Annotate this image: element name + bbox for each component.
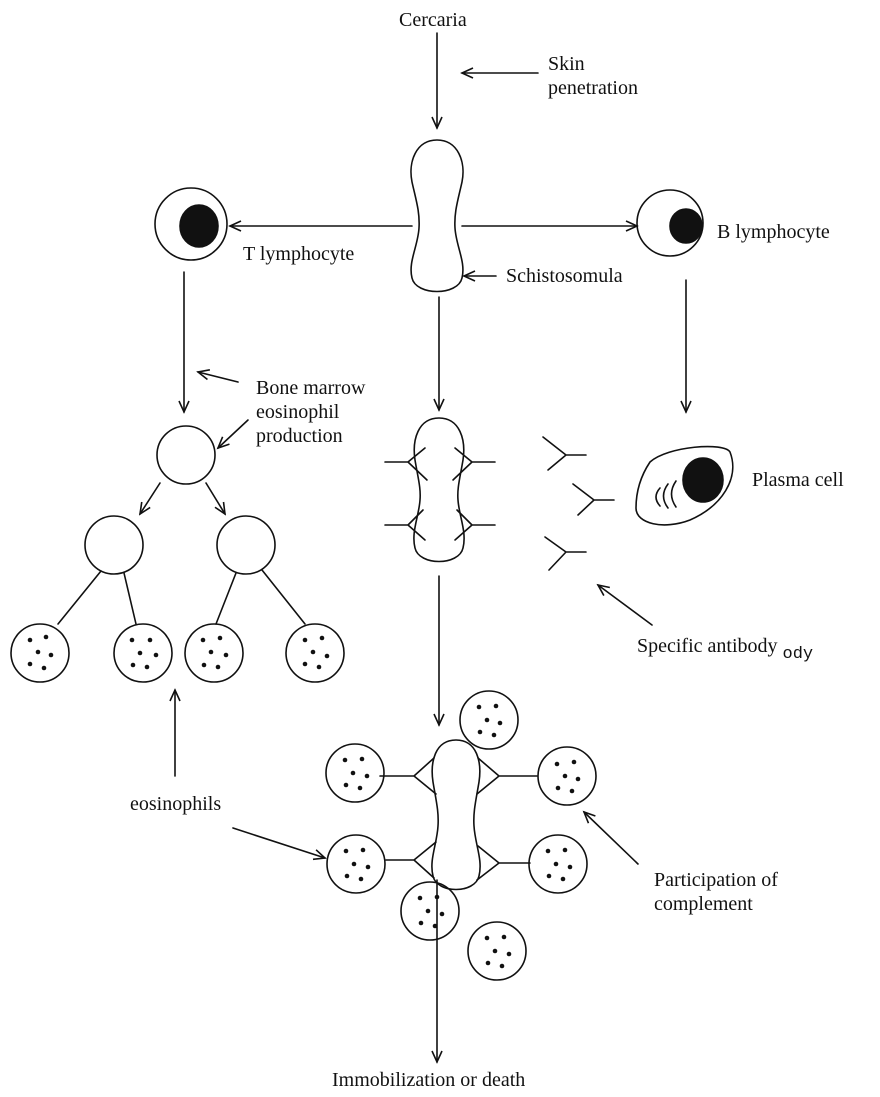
- complement-pointer-arrow: [582, 810, 639, 865]
- lineage-line: [57, 570, 102, 625]
- eosinophil: [459, 690, 519, 750]
- bone-marrow-label-line2: eosinophil: [256, 401, 340, 423]
- lineage-line: [261, 569, 306, 625]
- specific-antibody-label: Specific antibody ody: [637, 634, 814, 664]
- antibody-coated-schistosomula: [413, 417, 465, 563]
- eosinophils-to-schistosomula-arrow: [232, 827, 327, 861]
- eosinophils-label: eosinophils: [130, 793, 222, 815]
- attached-antibody: [476, 845, 531, 881]
- schistosomula-label: Schistosomula: [506, 265, 623, 287]
- precursor-cell-right: [216, 515, 276, 575]
- skin-penetration-label-line2: penetration: [548, 77, 638, 99]
- complement-label-line1: Participation of: [654, 869, 778, 891]
- attached-antibody: [379, 757, 437, 795]
- b-lymphocyte-cell: [636, 189, 704, 257]
- bone-marrow-arrow-1: [196, 369, 239, 383]
- bound-antibody: [452, 447, 496, 481]
- bone-marrow-label-line1: Bone marrow: [256, 377, 366, 399]
- bound-antibody: [454, 509, 496, 541]
- eosinophil: [400, 881, 460, 941]
- specific-antibody-text: Specific antibody: [637, 635, 778, 657]
- free-antibody: [572, 483, 615, 516]
- cercaria-label: Cercaria: [399, 9, 467, 31]
- precursor-cell-left: [84, 515, 144, 575]
- attacked-schistosomula: [431, 739, 481, 891]
- eosinophil: [326, 834, 386, 894]
- b-lymphocyte-label: B lymphocyte: [717, 221, 830, 243]
- eosinophil: [10, 623, 70, 683]
- schistosomula-body: [410, 139, 464, 293]
- progenitor-arrow-right: [205, 482, 227, 516]
- progenitor-cell: [156, 425, 216, 485]
- free-antibody: [544, 536, 587, 571]
- progenitor-arrow-left: [138, 482, 161, 516]
- antibody-pointer-arrow: [596, 583, 653, 626]
- free-antibody: [542, 436, 587, 471]
- eosinophil: [325, 743, 385, 803]
- eosinophil: [537, 746, 597, 806]
- eosinophil: [184, 623, 244, 683]
- bound-antibody: [384, 509, 426, 541]
- eosinophil: [285, 623, 345, 683]
- bone-marrow-label-line3: production: [256, 425, 343, 447]
- plasma-cell-label: Plasma cell: [752, 469, 844, 491]
- eosinophil-granules: [27, 634, 581, 969]
- plasma-cell: [635, 445, 734, 526]
- lineage-line: [215, 572, 237, 625]
- attached-antibody: [385, 841, 437, 879]
- eosinophil: [113, 623, 173, 683]
- eosinophil: [467, 921, 527, 981]
- attached-antibody: [476, 757, 538, 795]
- t-lymphocyte-cell: [154, 187, 228, 261]
- specific-antibody-subscript: ody: [782, 645, 814, 664]
- bound-antibody: [384, 447, 428, 481]
- outcome-label: Immobilization or death: [332, 1069, 526, 1091]
- lineage-line: [123, 572, 137, 625]
- eosinophil: [528, 834, 588, 894]
- skin-penetration-label-line1: Skin: [548, 53, 585, 75]
- complement-label-line2: complement: [654, 893, 753, 915]
- t-lymphocyte-label: T lymphocyte: [243, 243, 355, 265]
- bone-marrow-arrow-2: [216, 419, 249, 450]
